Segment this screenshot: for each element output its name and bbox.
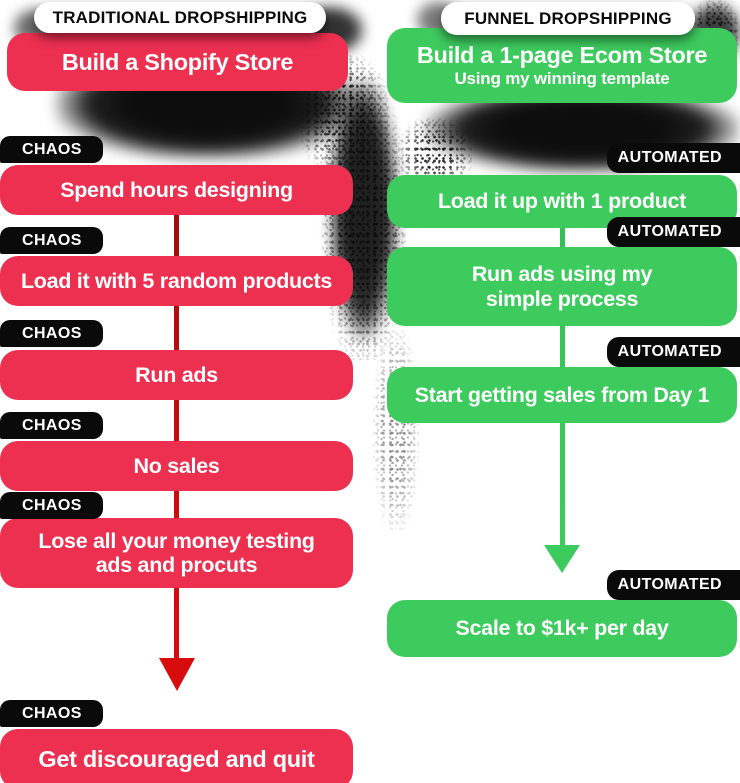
step-label: simple process: [485, 286, 639, 311]
start-box-funnel: Build a 1-page Ecom Store Using my winni…: [387, 28, 737, 103]
chaos-tag: CHAOS: [0, 700, 103, 727]
step-box: Start getting sales from Day 1: [387, 367, 737, 423]
automated-tag-label: AUTOMATED: [617, 343, 722, 360]
step-label: Run ads: [135, 362, 218, 387]
green-arrow-head: [544, 545, 580, 573]
step-box: Run ads using my simple process: [387, 247, 737, 326]
start-box-subtitle: Using my winning template: [454, 69, 670, 89]
chaos-tag: CHAOS: [0, 412, 103, 439]
automated-tag-label: AUTOMATED: [617, 576, 722, 593]
step-box: Run ads: [0, 350, 353, 400]
step-box: Lose all your money testing ads and proc…: [0, 518, 353, 588]
chaos-tag-label: CHAOS: [22, 704, 82, 722]
step-label: ads and procuts: [95, 553, 258, 577]
step-box: No sales: [0, 441, 353, 491]
automated-tag-label: AUTOMATED: [617, 223, 722, 240]
chaos-tag-label: CHAOS: [22, 231, 82, 249]
automated-tag: AUTOMATED: [607, 570, 740, 600]
right-column-header: FUNNEL DROPSHIPPING: [441, 2, 695, 35]
step-label: Spend hours designing: [60, 177, 293, 202]
step-label: Run ads using my: [471, 262, 653, 286]
chaos-tag: CHAOS: [0, 492, 103, 519]
automated-tag-label: AUTOMATED: [617, 149, 722, 166]
step-label: No sales: [133, 453, 220, 478]
start-box-label: Build a Shopify Store: [61, 48, 294, 75]
right-header-label: FUNNEL DROPSHIPPING: [464, 8, 672, 28]
chaos-tag-label: CHAOS: [22, 324, 82, 342]
chaos-tag: CHAOS: [0, 136, 103, 163]
step-label: Start getting sales from Day 1: [414, 382, 710, 407]
step-box: Load it with 5 random products: [0, 256, 353, 306]
step-label: Load it up with 1 product: [437, 189, 687, 214]
step-box: Get discouraged and quit: [0, 729, 353, 783]
left-header-label: TRADITIONAL DROPSHIPPING: [52, 7, 308, 27]
start-box-title: Build a 1-page Ecom Store: [416, 42, 708, 69]
chaos-tag-label: CHAOS: [22, 496, 82, 514]
step-label: Get discouraged and quit: [38, 745, 315, 772]
spray-speckle: [373, 330, 419, 530]
chaos-tag-label: CHAOS: [22, 416, 82, 434]
step-label: Scale to $1k+ per day: [455, 616, 669, 641]
red-arrow-head: [159, 658, 195, 691]
automated-tag: AUTOMATED: [607, 143, 740, 173]
left-column-header: TRADITIONAL DROPSHIPPING: [34, 2, 326, 33]
chaos-tag: CHAOS: [0, 320, 103, 347]
step-label: Load it with 5 random products: [20, 268, 333, 293]
step-label: Lose all your money testing: [38, 528, 315, 553]
start-box-traditional: Build a Shopify Store: [7, 33, 348, 91]
step-box: Spend hours designing: [0, 165, 353, 215]
step-box: Scale to $1k+ per day: [387, 600, 737, 657]
red-arrow-line: [174, 190, 179, 662]
chaos-tag-label: CHAOS: [22, 140, 82, 158]
automated-tag: AUTOMATED: [607, 337, 740, 367]
automated-tag: AUTOMATED: [607, 217, 740, 247]
chaos-tag: CHAOS: [0, 227, 103, 254]
